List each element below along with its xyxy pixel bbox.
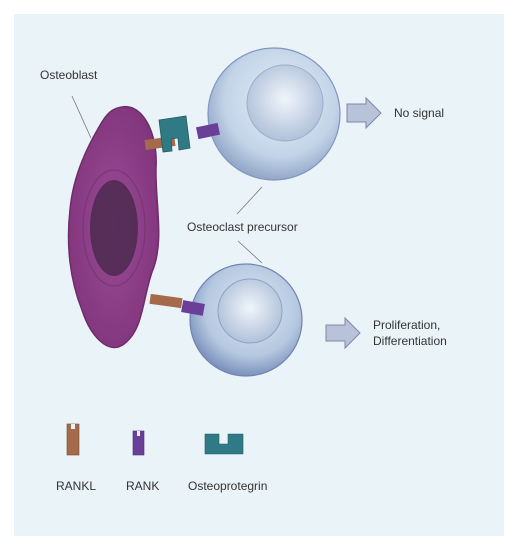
legend-rank-label: RANK <box>126 479 160 493</box>
no-signal-label: No signal <box>394 106 445 120</box>
osteoblast-leader <box>71 95 92 139</box>
osteoprotegrin-top <box>158 115 191 153</box>
precursor-bottom-nucleus <box>217 278 283 344</box>
no-signal-arrow <box>346 96 382 130</box>
legend-osteoprotegrin-label: Osteoprotegrin <box>188 479 268 493</box>
nucleus-outline <box>82 169 146 287</box>
legend-rankl-icon <box>66 423 80 456</box>
precursor-top-nucleus <box>246 64 324 142</box>
differentiation-label: Differentiation <box>373 334 447 348</box>
rankl-bottom <box>149 293 183 309</box>
precursor-leader-top <box>236 186 263 215</box>
rank-bottom <box>181 300 205 316</box>
osteoclast-precursor-label: Osteoclast precursor <box>187 220 298 234</box>
osteoblast-label: Osteoblast <box>40 68 98 82</box>
legend-rank-icon <box>132 430 145 456</box>
legend-rankl-label: RANKL <box>56 479 97 493</box>
legend-osteoprotegrin-icon <box>204 433 244 455</box>
precursor-leader-bottom <box>237 240 263 264</box>
rank-top <box>195 122 221 140</box>
osteoblast-nucleus <box>90 180 138 276</box>
proliferation-label: Proliferation, <box>373 318 441 332</box>
proliferation-arrow <box>325 316 361 350</box>
